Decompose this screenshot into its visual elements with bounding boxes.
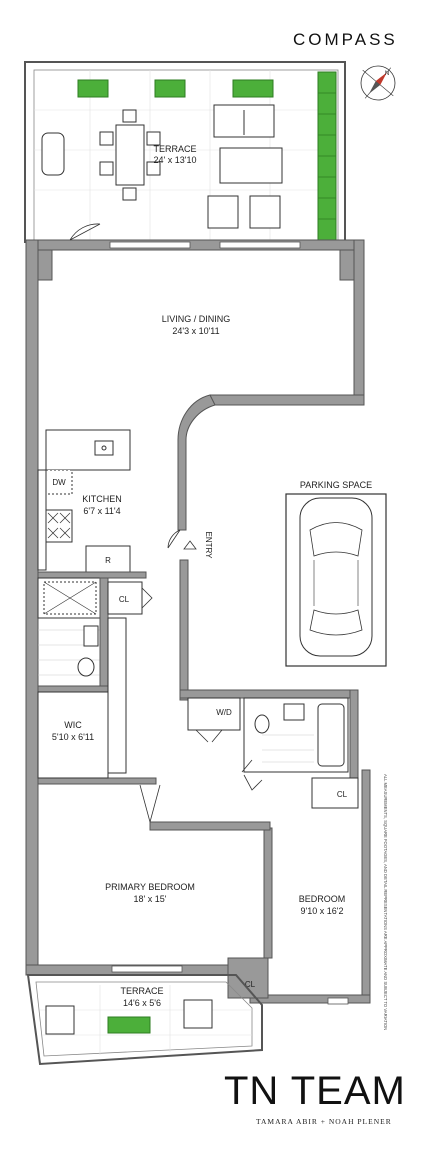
room-label-kitchen: KITCHEN — [82, 494, 122, 504]
room-size-kitchen: 6'7 x 11'4 — [83, 506, 120, 516]
toilet-icon — [77, 657, 95, 677]
team-agents: TAMARA ABIR + NOAH PLENER — [256, 1117, 392, 1126]
room-label-terrace-bottom: TERRACE — [120, 986, 163, 996]
closet-label-2: CL — [337, 790, 348, 799]
washer-dryer-label: W/D — [216, 708, 232, 717]
bathtub-icon — [317, 703, 345, 767]
lounge-chair — [41, 132, 65, 176]
windows-living — [109, 241, 301, 249]
closet-1 — [107, 581, 143, 615]
room-label-terrace-top: TERRACE — [153, 144, 196, 154]
armchair — [249, 195, 281, 229]
parking-space: PARKING SPACE — [285, 480, 387, 667]
kitchen-counter — [37, 469, 47, 571]
laundry-closet: W/D — [187, 697, 241, 743]
coffee-table — [219, 147, 283, 184]
entry-arrow-icon — [183, 540, 197, 550]
planter-box — [107, 1016, 151, 1034]
room-label-primary-bedroom: PRIMARY BEDROOM — [105, 882, 195, 892]
kitchen: DW R KITCHEN 6'7 x 11'4 — [37, 429, 147, 579]
room-size-terrace-bottom: 14'6 x 5'6 — [123, 998, 161, 1008]
dishwasher-label: DW — [52, 478, 66, 487]
dining-table — [115, 124, 145, 186]
bathroom-2 — [241, 697, 349, 773]
vanity-sink-icon — [83, 625, 99, 647]
closet-2 — [311, 777, 359, 809]
kitchen-island — [45, 429, 131, 471]
terrace-door — [69, 223, 101, 241]
terrace-bottom: TERRACE 14'6 x 5'6 — [26, 965, 263, 1066]
room-size-bedroom: 9'10 x 16'2 — [301, 906, 344, 916]
room-size-terrace-top: 24' x 13'10 — [154, 155, 197, 165]
armchair — [207, 195, 239, 229]
room-size-wic: 5'10 x 6'11 — [52, 732, 94, 742]
toilet-icon — [254, 714, 270, 734]
compass-rose-icon: N — [360, 65, 396, 101]
primary-bedroom: PRIMARY BEDROOM 18' x 15' — [105, 784, 195, 904]
armchair — [183, 999, 213, 1029]
terrace-top: TERRACE 24' x 13'10 — [24, 61, 346, 243]
closet-label-3: CL — [245, 980, 256, 989]
sink-icon — [94, 440, 114, 456]
refrigerator — [85, 545, 131, 573]
disclaimer-text: ALL MEASUREMENTS, SQUARE FOOTAGES, AND D… — [383, 774, 388, 1030]
room-label-bedroom: BEDROOM — [299, 894, 346, 904]
closet-label-1: CL — [119, 595, 130, 604]
vanity-sink-icon — [283, 703, 305, 721]
room-size-living-dining: 24'3 x 10'11 — [172, 326, 219, 336]
armchair — [45, 1005, 75, 1035]
room-label-living-dining: LIVING / DINING — [162, 314, 231, 324]
compass-logo: COMPASS — [293, 30, 398, 49]
wic: WIC 5'10 x 6'11 — [37, 691, 109, 779]
compass-north-label: N — [385, 71, 389, 77]
entry: ENTRY — [167, 529, 213, 560]
room-label-wic: WIC — [64, 720, 82, 730]
entry-label: ENTRY — [204, 532, 213, 560]
planter-box — [77, 79, 109, 98]
planter-box — [232, 79, 274, 98]
entry-door — [167, 529, 181, 549]
bedroom: CL BEDROOM 9'10 x 16'2 — [243, 774, 359, 1005]
room-size-primary-bedroom: 18' x 15' — [134, 894, 167, 904]
parking-label: PARKING SPACE — [300, 480, 372, 490]
refrigerator-label: R — [105, 556, 111, 565]
planter-box — [154, 79, 186, 98]
team-logo: TN TEAM — [224, 1069, 406, 1113]
